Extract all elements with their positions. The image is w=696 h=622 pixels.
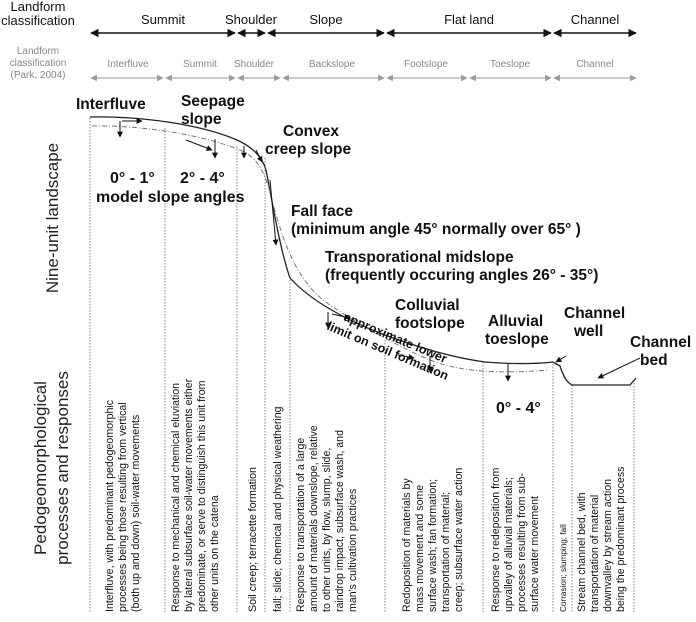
process-column-convex: Soil creep; terracette formation (247, 467, 259, 612)
unit-fall-face-line1: Fall face (291, 203, 353, 220)
unit-channel-bed-line1: Channel (630, 334, 691, 351)
process-column-interfluve: Interfluve, with predominant pedogeomorp… (104, 399, 142, 612)
cat2-shoulder: Shoulder (234, 59, 275, 70)
process-column-channel-wall: Corrasion; slumping; fall (559, 524, 568, 612)
process-line: Redoposition of materials by (401, 478, 413, 612)
header-row-2: Landform classification (Park, 2004) Int… (10, 46, 637, 82)
angle-seepage: 2° - 4° (180, 170, 225, 187)
process-line: Interfluve, with predominant pedogeomorp… (104, 399, 116, 612)
unit-alluvial-line1: Alluvial (488, 313, 543, 330)
process-line: processes being those resulting from ver… (117, 402, 129, 612)
process-column-channel-bed: Stream channel bed, with transportation … (576, 467, 627, 612)
cat2-summit: Summit (183, 59, 217, 70)
process-line: to other units, by flow, slump, slide, (321, 448, 333, 612)
process-line: Corrasion; slumping; fall (559, 524, 568, 612)
process-line: fall; slide; chemical and physical weath… (272, 406, 284, 612)
profile-arrows (117, 118, 641, 382)
unit-convex-line1: Convex (283, 123, 339, 140)
process-line: Stream channel bed, with (576, 492, 588, 612)
cat2-toeslope: Toeslope (490, 59, 530, 70)
terrain-profile (89, 116, 637, 386)
wall-arrow (555, 355, 567, 363)
process-line: mass movement and some (414, 485, 426, 612)
side-label-landscape: Nine-unit landscape (43, 143, 62, 293)
process-line: Response to transportation of a large (295, 438, 307, 612)
unit-seepage-line1: Seepage (181, 93, 245, 110)
row2-label-line2: classification (10, 58, 67, 69)
angle-caption: model slope angles (96, 189, 245, 206)
process-line: amount of materials downslope, relative (308, 425, 320, 612)
unit-colluvial-line2: footslope (395, 315, 465, 332)
process-line: other units on the catena (209, 495, 221, 612)
process-line: surface water movement (529, 496, 541, 612)
soil-limit-line (91, 125, 549, 373)
cat-shoulder: Shoulder (225, 12, 278, 27)
process-line: downvalley by stream action (602, 479, 614, 612)
side-label-processes-2: processes and responses (53, 371, 72, 565)
unit-fall-face-line2: (minimum angle 45° normally over 65° ) (291, 221, 581, 238)
process-line: being the predominant process (615, 467, 627, 612)
process-line: (both up and down) soil-water movements (130, 415, 142, 612)
right-arrow (331, 313, 351, 320)
process-column-colluvial: Redoposition of materials by mass moveme… (401, 468, 465, 612)
fall-arrow (269, 179, 279, 246)
angle-labels: 0° - 1° 2° - 4° model slope angles 0° - … (96, 170, 541, 417)
process-line: processes resulting from sub- (516, 473, 528, 612)
process-line: creep; subsurface water action (453, 468, 465, 612)
process-line: raindrop impact, subsurface wash, and (334, 430, 346, 612)
unit-boundaries (89, 118, 635, 612)
process-line: upvalley of alluvial materials; (503, 477, 515, 612)
unit-labels: Interfluve Seepage slope Convex creep sl… (76, 93, 691, 369)
creep-arrow (255, 149, 263, 163)
unit-channel-wall-line1: Channel (564, 305, 625, 322)
unit-alluvial-line2: toeslope (485, 331, 549, 348)
cat2-channel: Channel (576, 59, 613, 70)
cat2-backslope: Backslope (309, 59, 356, 70)
unit-interfluve: Interfluve (76, 96, 146, 113)
process-column-seepage: Response to mechanical and chemical eluv… (170, 378, 221, 612)
process-line: Response to redeposition from (490, 468, 502, 612)
process-column-transportational: Response to transportation of a large am… (295, 425, 359, 612)
bed-arrow (597, 357, 641, 379)
process-line: by lateral subsurface soil-water movemen… (183, 378, 195, 612)
side-label-processes-1: Pedogeomorphological (31, 381, 50, 555)
row2-label-line1: Landform (17, 46, 59, 57)
angle-toeslope: 0° - 4° (496, 400, 541, 417)
right-arrow (397, 354, 415, 360)
row1-label-line1: Landform (11, 0, 66, 14)
process-column-fall-face: fall; slide; chemical and physical weath… (272, 406, 284, 612)
angle-interfluve: 0° - 1° (110, 170, 155, 187)
unit-channel-wall-line2: well (573, 323, 603, 340)
process-line: transportation of material; (440, 492, 452, 612)
unit-channel-bed-line2: bed (640, 352, 668, 369)
cat-summit: Summit (141, 12, 185, 27)
lateral-arrow (185, 139, 213, 151)
cat-flat-land: Flat land (444, 12, 494, 27)
unit-seepage-line2: slope (181, 111, 222, 128)
row2-label-line3: (Park, 2004) (10, 70, 65, 81)
row1-label-line2: classification (1, 13, 75, 28)
cat-slope: Slope (309, 12, 342, 27)
cat-channel: Channel (571, 12, 620, 27)
process-line: transportation of material (589, 495, 601, 612)
unit-transportational-line2: (frequently occuring angles 26° - 35°) (325, 267, 598, 284)
process-column-alluvial: Response to redeposition from upvalley o… (490, 468, 541, 612)
process-line: predominate, or serve to distinguish thi… (196, 380, 208, 612)
unit-convex-line2: creep slope (265, 141, 352, 158)
unit-colluvial-line1: Colluvial (395, 297, 460, 314)
cat2-interfluve: Interfluve (107, 59, 149, 70)
process-line: man's cultivation practices (347, 489, 359, 612)
unit-transportational-line1: Transporational midslope (325, 249, 514, 266)
process-line: Soil creep; terracette formation (247, 467, 259, 612)
cat2-footslope: Footslope (404, 59, 448, 70)
header-row-1: Landform classification Summit Shoulder … (1, 0, 637, 38)
process-line: surface wash; fan formation; (427, 479, 439, 612)
process-line: Response to mechanical and chemical eluv… (170, 383, 182, 612)
